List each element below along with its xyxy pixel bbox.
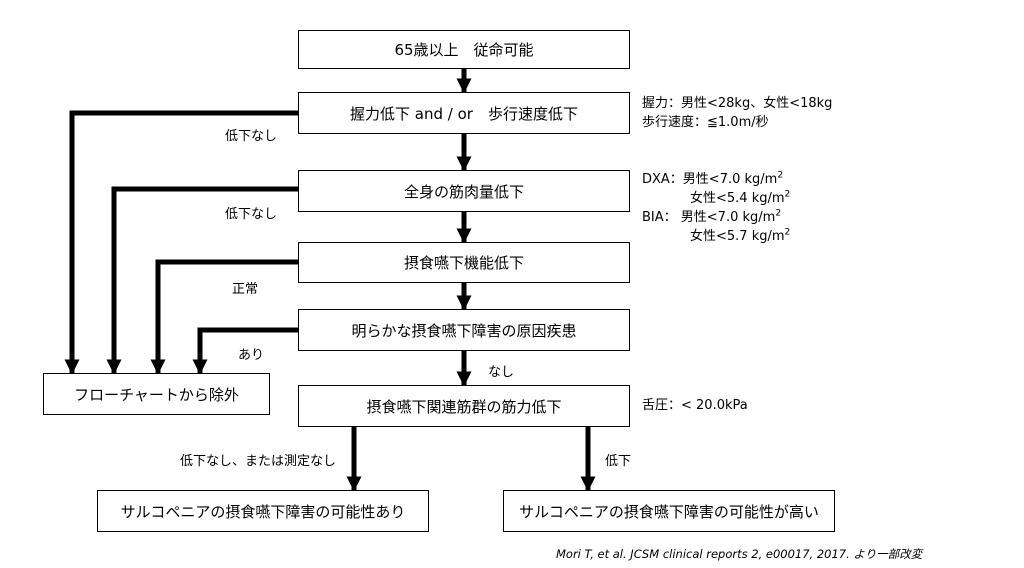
box-grip-walking-decline: 握力低下 and / or 歩行速度低下 xyxy=(298,92,630,134)
label-decline: 低下 xyxy=(605,454,632,469)
label-no-decline-2: 低下なし xyxy=(225,207,278,222)
label-normal: 正常 xyxy=(232,282,259,297)
note-grip-criteria: 握力：男性<28kg、女性<18kg 歩行速度：≦1.0m/秒 xyxy=(642,96,833,130)
arrow-swallow-to-exclude xyxy=(150,259,298,375)
box-related-muscle-decline: 摂食嚥下関連筋群の筋力低下 xyxy=(298,385,630,427)
box-muscle-mass-decline: 全身の筋肉量低下 xyxy=(298,170,630,212)
box-probable-sarcopenic-dysphagia: サルコペニアの摂食嚥下障害の可能性が高い xyxy=(503,490,835,532)
box-possible-sarcopenic-dysphagia: サルコペニアの摂食嚥下障害の可能性あり xyxy=(97,490,429,532)
box-age-condition: 65歳以上 従命可能 xyxy=(298,30,630,69)
arrow-muscle-to-exclude xyxy=(106,186,298,375)
arrow-grip-to-exclude xyxy=(64,110,298,375)
note-muscle-criteria: DXA：男性<7.0 kg/m2 女性<5.4 kg/m2 BIA： 男性<7.… xyxy=(642,170,791,244)
box-exclude-from-flowchart: フローチャートから除外 xyxy=(43,373,270,415)
note-tongue-pressure: 舌圧：< 20.0kPa xyxy=(642,398,748,413)
arrow-cause-to-exclude xyxy=(192,327,298,375)
box-swallow-disorder-cause: 明らかな摂食嚥下障害の原因疾患 xyxy=(298,309,630,351)
label-no-decline-or-unmeasured: 低下なし、または測定なし xyxy=(180,454,337,469)
label-no-decline-1: 低下なし xyxy=(225,129,278,144)
label-none: なし xyxy=(488,365,515,380)
box-swallow-function-decline: 摂食嚥下機能低下 xyxy=(298,242,630,283)
citation: Mori T, et al. JCSM clinical reports 2, … xyxy=(556,547,923,561)
label-yes: あり xyxy=(238,348,265,363)
